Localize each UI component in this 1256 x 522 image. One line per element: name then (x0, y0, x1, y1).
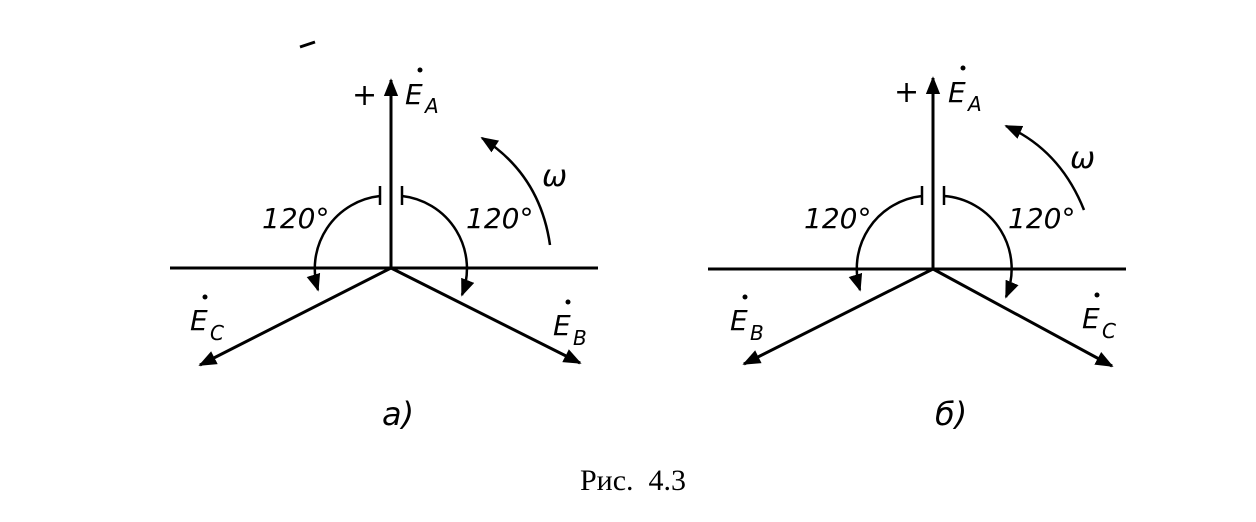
svg-text:E: E (405, 78, 423, 111)
dot-right-b (1094, 292, 1100, 298)
omega-label-b: ω (1070, 141, 1095, 176)
angle-label-left-b: 120° (804, 202, 871, 235)
svg-text:C: C (1102, 319, 1116, 343)
label-ea-a: E A (405, 67, 439, 118)
vector-right-b (932, 267, 1114, 368)
angle-arc-right-a (401, 194, 475, 297)
figure-caption: Рис. 4.3 (580, 464, 686, 497)
rotation-arrow-b (1004, 124, 1086, 211)
dot-left-a (202, 294, 208, 300)
diagram-a: + E A E C E B 120° 120° ω а) (170, 67, 598, 433)
angle-arc-left-a (306, 194, 381, 292)
rotation-arrow-a (480, 136, 552, 246)
dot-ea-b (960, 65, 966, 71)
angle-arc-left-b (848, 194, 923, 292)
label-left-vector-b: E B (730, 294, 764, 345)
subfigure-label-a: а) (382, 395, 414, 433)
label-right-vector-a: E B (553, 299, 587, 350)
angle-arc-right-b (943, 194, 1019, 299)
dot-right-a (565, 299, 571, 305)
label-ea-b: E A (948, 65, 982, 116)
subfigure-label-b: б) (935, 395, 967, 433)
plus-sign-a: + (352, 78, 377, 113)
svg-text:E: E (730, 304, 748, 337)
vector-right-a (390, 266, 582, 365)
label-left-vector-a: E C (190, 294, 224, 345)
plus-sign-b: + (894, 75, 919, 110)
svg-text:E: E (948, 76, 966, 109)
stray-mark (299, 40, 316, 49)
dot-ea-a (417, 67, 423, 73)
svg-text:E: E (553, 309, 571, 342)
svg-text:E: E (1082, 302, 1100, 335)
omega-label-a: ω (542, 159, 567, 194)
svg-text:C: C (210, 321, 224, 345)
svg-text:E: E (190, 304, 208, 337)
svg-text:A: A (423, 94, 439, 118)
angle-label-right-b: 120° (1008, 202, 1075, 235)
vector-left-a (198, 266, 392, 367)
label-right-vector-b: E C (1082, 292, 1116, 343)
angle-label-right-a: 120° (466, 202, 533, 235)
angle-label-left-a: 120° (262, 202, 329, 235)
svg-text:B: B (573, 326, 587, 350)
svg-text:A: A (966, 92, 982, 116)
vector-left-b (742, 267, 934, 366)
diagram-b: + E A E B E C 120° 120° ω б) (708, 65, 1126, 433)
svg-text:B: B (750, 321, 764, 345)
dot-left-b (742, 294, 748, 300)
